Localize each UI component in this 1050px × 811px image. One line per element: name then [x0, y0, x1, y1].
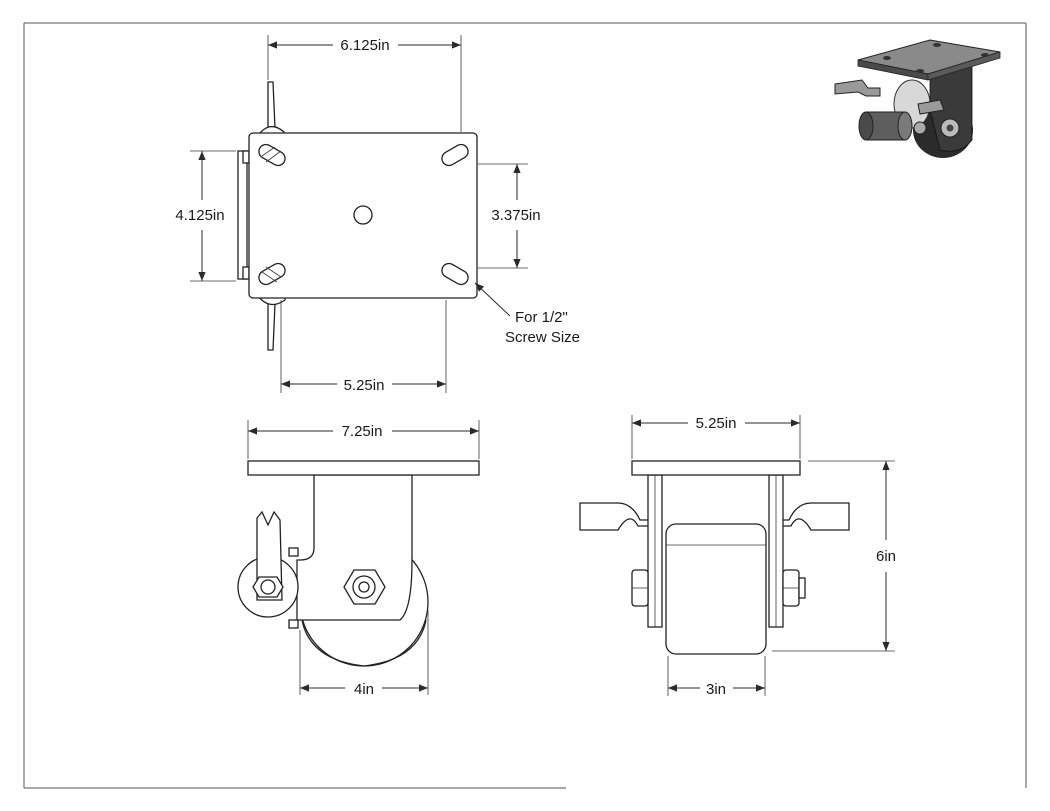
top-dim-height: 4.125in — [175, 150, 236, 282]
center-hole — [353, 205, 373, 225]
front-dim-height: 6in — [772, 460, 896, 652]
top-view — [237, 81, 478, 351]
front-dim-plate: 5.25in — [631, 415, 801, 459]
screw-callout: For 1/2" Screw Size — [474, 282, 580, 346]
front-height-label: 6in — [876, 548, 896, 565]
side-plate-width-label: 7.25in — [342, 423, 383, 440]
top-dim-hole-height: 3.375in — [478, 163, 541, 269]
top-hole-height-label: 3.375in — [491, 207, 540, 224]
front-wheel — [665, 523, 767, 655]
side-plate — [247, 460, 480, 476]
side-dim-wheel: 4in — [299, 610, 429, 698]
callout-line-1: For 1/2" — [515, 309, 568, 326]
top-dim-width: 6.125in — [267, 35, 462, 132]
top-dim-hole-width: 5.25in — [280, 300, 447, 394]
side-dim-plate: 7.25in — [247, 420, 480, 459]
front-plate — [631, 460, 801, 476]
caster-render-image — [834, 39, 1001, 158]
callout-line-2: Screw Size — [505, 329, 580, 346]
top-hole-width-label: 5.25in — [344, 377, 385, 394]
side-view — [237, 460, 480, 667]
front-wheel-width-label: 3in — [706, 681, 726, 698]
front-plate-width-label: 5.25in — [696, 415, 737, 432]
top-height-label: 4.125in — [175, 207, 224, 224]
sheet-border — [23, 22, 1027, 789]
front-dim-wheel: 3in — [667, 656, 766, 698]
top-width-label: 6.125in — [340, 37, 389, 54]
side-wheel-label: 4in — [354, 681, 374, 698]
front-view — [579, 460, 850, 655]
